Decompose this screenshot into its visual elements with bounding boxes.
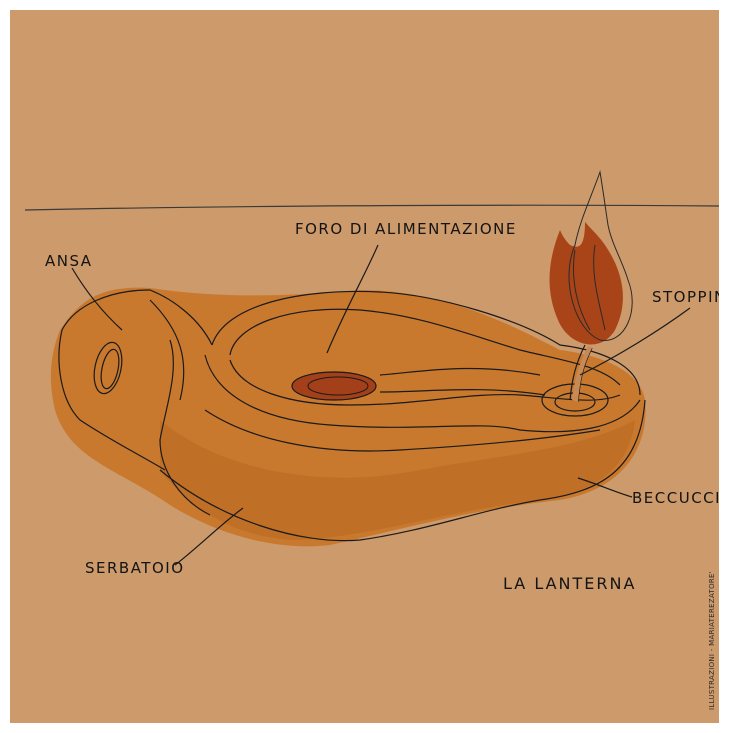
lamp-body <box>51 288 646 547</box>
label-serbatoio: SERBATOIO <box>85 559 185 577</box>
flame-icon <box>550 172 633 344</box>
title-la-lanterna: LA LANTERNA <box>503 574 636 593</box>
label-foro-di-alimentazione: FORO DI ALIMENTAZIONE <box>295 220 517 238</box>
horizon-line <box>25 205 719 210</box>
label-ansa: ANSA <box>45 252 93 270</box>
label-beccuccio: BECCUCCIO <box>632 489 719 507</box>
label-stoppino: STOPPINO <box>652 288 719 306</box>
illustration-credit: ILLUSTRAZIONI - MARIATEREZATORE' <box>708 571 716 710</box>
illustration-frame: ANSA FORO DI ALIMENTAZIONE STOPPINO BECC… <box>10 10 719 723</box>
oil-lamp-diagram: ANSA FORO DI ALIMENTAZIONE STOPPINO BECC… <box>10 10 719 723</box>
feeding-hole <box>292 372 376 400</box>
